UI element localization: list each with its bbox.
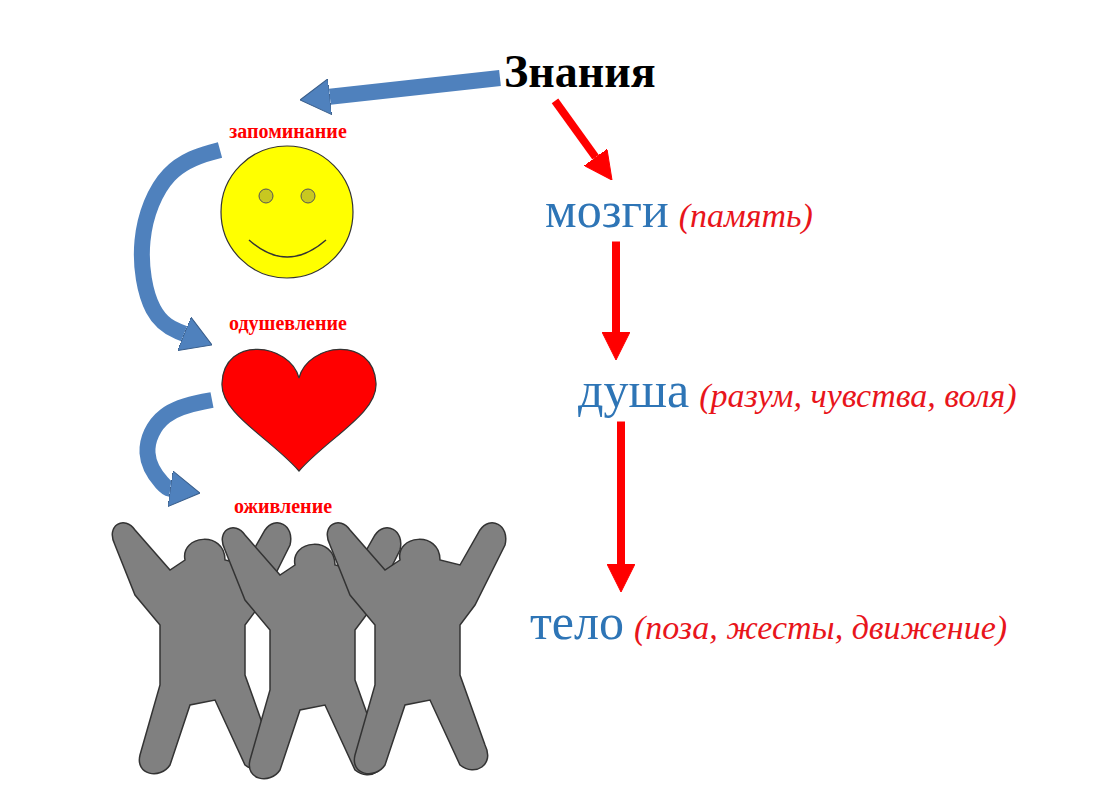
flow-arrow <box>555 101 596 157</box>
flow-arrow <box>617 422 625 565</box>
heart-node: одушевление <box>212 310 382 475</box>
stage-label: запоминание <box>229 120 347 143</box>
term-note: (разум, чувства, воля) <box>699 377 1017 414</box>
term-word: тело <box>530 594 624 650</box>
face-eye <box>259 189 273 203</box>
stage-label: одушевление <box>229 312 347 335</box>
text-node: Знания <box>500 44 660 101</box>
face-eye <box>301 189 315 203</box>
smiley-node: запоминание <box>220 100 360 285</box>
figures-node: оживление <box>90 493 520 783</box>
term-note: (память) <box>679 197 813 234</box>
human-figures <box>90 493 520 783</box>
text-node: тело (поза, жесты, движение) <box>526 592 1011 654</box>
heart-outline <box>222 349 376 471</box>
text-node: душа (разум, чувства, воля) <box>574 360 1021 422</box>
face-circle <box>221 146 353 278</box>
text-node: мозги (память) <box>541 180 817 242</box>
flow-arrow <box>147 400 212 489</box>
flow-arrow <box>330 78 500 97</box>
heart-shape <box>212 338 382 475</box>
flow-arrow <box>142 150 220 334</box>
term-word: душа <box>578 362 689 418</box>
face-smile <box>249 240 326 257</box>
stage-label: оживление <box>234 495 332 518</box>
term-note: (поза, жесты, движение) <box>634 609 1007 646</box>
term-word: мозги <box>545 182 669 238</box>
flow-arrow <box>612 242 620 333</box>
smiley-face <box>220 144 360 285</box>
human-figure <box>327 523 506 774</box>
term-word: Знания <box>504 46 656 97</box>
